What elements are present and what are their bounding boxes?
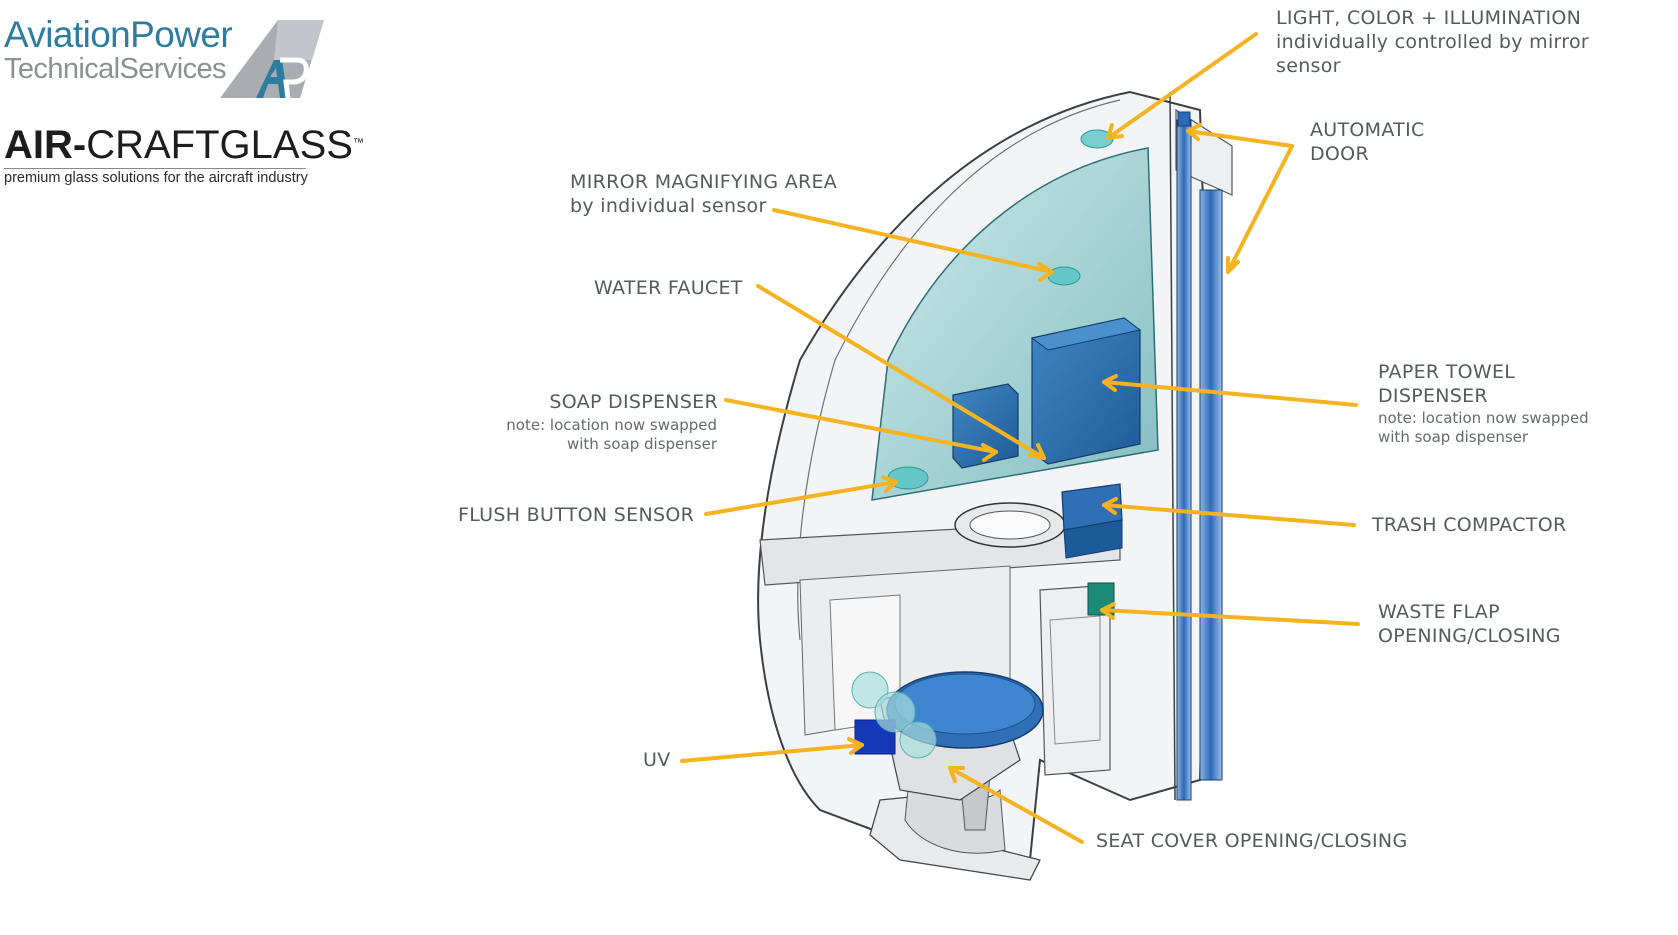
- flush-label-line1: FLUSH BUTTON SENSOR: [458, 504, 695, 526]
- uv-label-line1: UV: [643, 749, 671, 771]
- soap-label: SOAP DISPENSER: [430, 390, 718, 414]
- paper-towel-dispenser: [1030, 317, 1142, 465]
- trademark-symbol: ™: [352, 137, 364, 149]
- faucet-label: WATER FAUCET: [594, 276, 743, 300]
- waste-label-line2: OPENING/CLOSING: [1378, 625, 1561, 647]
- light-label: LIGHT, COLOR + ILLUMINATION individually…: [1276, 6, 1589, 78]
- waste-label-line1: WASTE FLAP: [1378, 601, 1500, 623]
- aircraftglass-prefix: AIR-: [4, 123, 87, 167]
- automatic-door: [1175, 108, 1233, 801]
- arrow-towel: [1102, 374, 1358, 407]
- mirror-label-line2: by individual sensor: [570, 195, 767, 217]
- trash-label-line1: TRASH COMPACTOR: [1372, 514, 1567, 536]
- door-label-line1: AUTOMATIC: [1310, 119, 1425, 141]
- door-label-line2: DOOR: [1310, 143, 1369, 165]
- uv-label: UV: [643, 748, 671, 772]
- towel-note-line2: with soap dispenser: [1378, 428, 1529, 446]
- seat-label-line1: SEAT COVER OPENING/CLOSING: [1096, 830, 1408, 852]
- towel-note: note: location now swapped with soap dis…: [1378, 409, 1589, 447]
- seat-label: SEAT COVER OPENING/CLOSING: [1096, 829, 1407, 853]
- arrow-flush: [704, 475, 898, 516]
- flush-label: FLUSH BUTTON SENSOR: [458, 503, 694, 527]
- towel-label: PAPER TOWEL DISPENSER: [1378, 360, 1515, 408]
- soap-dispenser: [952, 383, 1019, 469]
- mirror-magnifier-sensor: [1047, 266, 1081, 286]
- soap-label-line1: SOAP DISPENSER: [549, 391, 718, 413]
- soap-note: note: location now swapped with soap dis…: [430, 416, 717, 454]
- technicalservices-name: TechnicalServices: [4, 53, 227, 85]
- arrow-light: [1106, 32, 1258, 140]
- callout-arrows: [680, 32, 1360, 844]
- trash-label: TRASH COMPACTOR: [1372, 513, 1566, 537]
- light-label-line3: sensor: [1276, 55, 1341, 77]
- towel-label-line1: PAPER TOWEL: [1378, 361, 1516, 383]
- arrow-soap: [724, 398, 998, 462]
- logo-underline: [4, 168, 306, 169]
- arrow-seat: [948, 766, 1084, 844]
- waste-label: WASTE FLAP OPENING/CLOSING: [1378, 600, 1561, 648]
- arrow-mirror: [772, 208, 1054, 282]
- soap-note-line2: with soap dispenser: [566, 435, 717, 453]
- aviationpower-name: AviationPower: [4, 14, 233, 55]
- trash-compactor: [1061, 483, 1123, 559]
- aircraftglass-logo: AIR-CRAFTGLASS™ premium glass solutions …: [4, 123, 364, 190]
- light-label-line1: LIGHT, COLOR + ILLUMINATION: [1276, 7, 1582, 29]
- towel-label-line2: DISPENSER: [1378, 385, 1488, 407]
- mirror-label-line1: MIRROR MAGNIFYING AREA: [570, 171, 838, 193]
- arrow-door: [1186, 123, 1294, 274]
- aircraftglass-tagline: premium glass solutions for the aircraft…: [4, 170, 308, 186]
- toilet: [851, 671, 1044, 801]
- mirror-label: MIRROR MAGNIFYING AREA by individual sen…: [570, 170, 837, 218]
- aircraftglass-suffix: CRAFTGLASS: [86, 123, 353, 167]
- soap-note-line1: note: location now swapped: [506, 416, 717, 434]
- arrow-waste: [1100, 602, 1360, 626]
- arrow-faucet: [756, 284, 1046, 460]
- faucet-label-line1: WATER FAUCET: [594, 277, 743, 299]
- aviationpower-logo: AviationPower TechnicalServices: [4, 16, 324, 106]
- towel-note-line1: note: location now swapped: [1378, 409, 1589, 427]
- ap-tail-logo-icon: [220, 20, 324, 99]
- arrow-uv: [680, 737, 864, 763]
- arrow-trash: [1102, 497, 1356, 527]
- door-label: AUTOMATIC DOOR: [1310, 118, 1425, 166]
- light-label-line2: individually controlled by mirror: [1276, 31, 1590, 53]
